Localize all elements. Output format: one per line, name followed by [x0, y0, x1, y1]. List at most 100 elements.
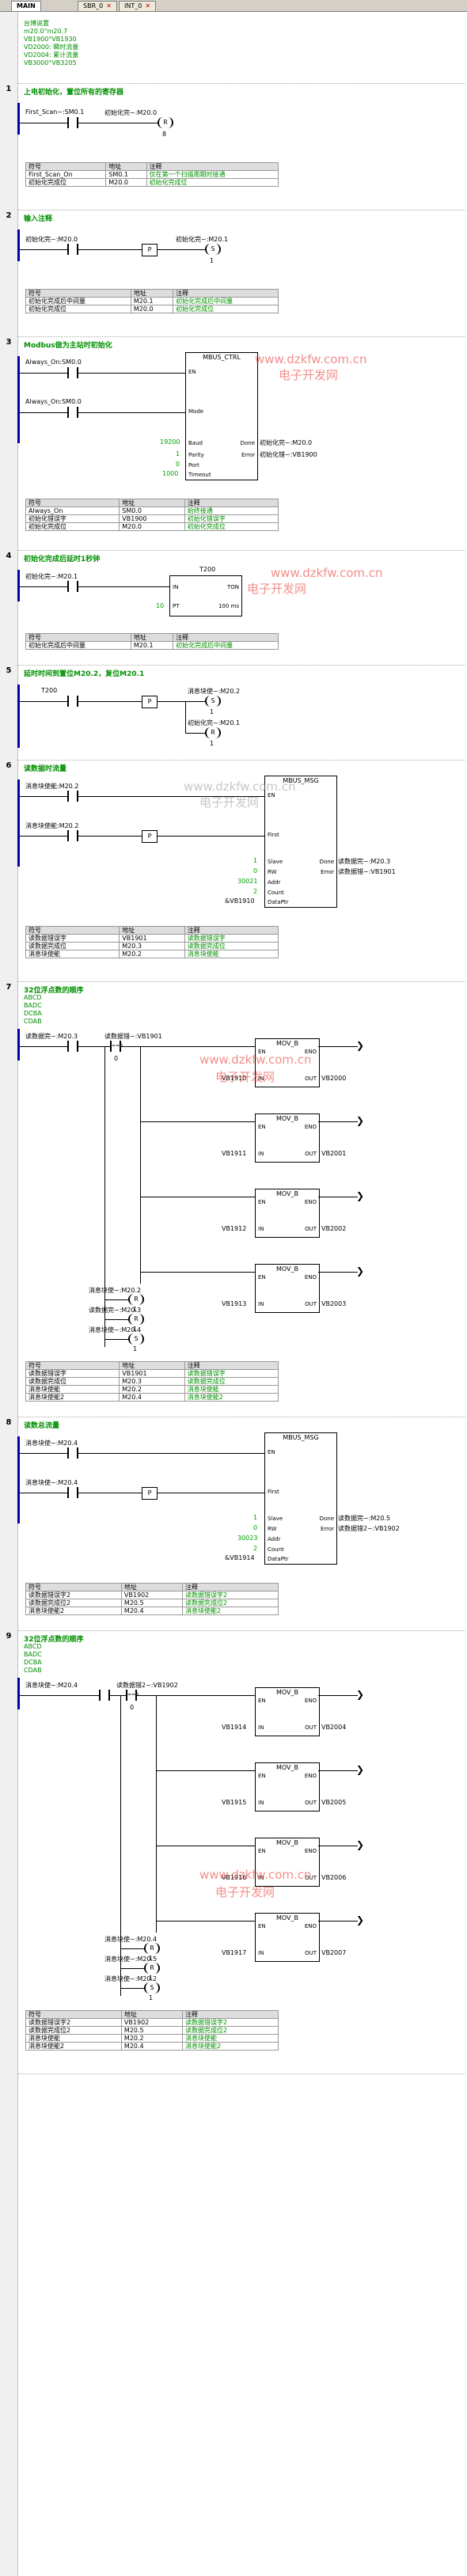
contact-no[interactable]	[67, 791, 78, 802]
dataptr-value: &VB1910	[225, 897, 255, 905]
output-arrow-icon: ❯	[356, 1764, 365, 1775]
slave-value: 1	[253, 857, 258, 864]
contact-nc[interactable]	[67, 407, 78, 418]
contact-no[interactable]	[67, 696, 78, 707]
positive-edge[interactable]: P	[142, 696, 158, 708]
reset-coil[interactable]: R	[128, 1294, 144, 1305]
rung-wire	[20, 1046, 67, 1047]
network-7[interactable]: 7 32位浮点数的顺序 ABCD BADC DCBA CDAB 读数据完~:M2…	[6, 981, 465, 1417]
mbus-ctrl-block[interactable]: MBUS_CTRL EN Mode Baud Parity Port Timeo…	[185, 352, 258, 480]
contact-no[interactable]	[67, 1447, 78, 1459]
network-8[interactable]: 8 读数总流量 消息块使~:M20.4 消息块使~:M20.4 P MBUS_M…	[6, 1417, 465, 1631]
output-arrow-icon: ❯	[356, 1914, 365, 1925]
mov-input: VB1910	[222, 1075, 247, 1082]
pin-done: Done	[319, 859, 334, 865]
set-coil[interactable]: S	[144, 1982, 160, 1994]
pin-first: First	[268, 832, 279, 838]
rw-value: 0	[253, 1524, 258, 1531]
tab-sbr0[interactable]: SBR_0✕	[78, 1, 117, 11]
network-title: 输入注释	[24, 215, 53, 223]
ladder-canvas[interactable]: 台博说置 m20.0°m20.7 VB1900°VB1930 VD2000: 瞬…	[0, 12, 467, 2576]
output-arrow-icon: ❯	[356, 1190, 365, 1201]
rung-wire	[156, 1770, 255, 1771]
set-coil[interactable]: S	[205, 696, 221, 707]
network-2[interactable]: 2 输入注释 初始化完~:M20.0 P 初始化完~:M20.1 S 1 符号地…	[6, 210, 465, 337]
tab-label: INT_0	[124, 2, 142, 9]
positive-edge[interactable]: P	[142, 244, 158, 256]
compare-operator: ==B	[127, 1692, 139, 1698]
network-4[interactable]: 4 初始化完成后延时1秒钟 初始化完~:M20.1 T200 IN TON PT…	[6, 550, 465, 666]
mov-output: VB2006	[321, 1874, 347, 1881]
comment-line: CDAB	[24, 1667, 42, 1674]
network-title: 初始化完成后延时1秒钟	[24, 556, 101, 563]
coil-label: 消息块使~:M20.2	[104, 1975, 158, 1982]
rung-wire	[156, 1695, 255, 1696]
contact-no[interactable]	[99, 1690, 110, 1701]
contact-no[interactable]	[67, 581, 78, 592]
coil-label: 消息块使~:M20.4	[89, 1326, 142, 1334]
network-5[interactable]: 5 延时时间到置位M20.2，复位M20.1 T200 P 消息块使~:M20.…	[6, 665, 465, 761]
compare-contact[interactable]	[110, 1041, 121, 1052]
pin-out: OUT	[305, 1301, 317, 1307]
pt-value: 10	[156, 602, 165, 609]
contact-no[interactable]	[67, 244, 78, 255]
rw-value: 0	[253, 867, 258, 874]
network-9[interactable]: 9 32位浮点数的顺序 ABCD BADC DCBA CDAB 消息块使~:M2…	[6, 1630, 465, 2074]
close-icon[interactable]: ✕	[106, 2, 112, 9]
mbus-msg-block[interactable]: MBUS_MSG EN First Slave RW Addr Count Da…	[264, 1432, 337, 1565]
positive-edge[interactable]: P	[142, 1487, 158, 1500]
compare-contact[interactable]	[126, 1690, 137, 1701]
network-6[interactable]: 6 读数据时流量 消息块使能:M20.2 消息块使能:M20.2 P MBUS_…	[6, 760, 465, 982]
pin-done: Done	[319, 1516, 334, 1522]
pin-pt: PT	[173, 603, 180, 609]
reset-coil[interactable]: R	[158, 117, 173, 128]
mov-output: VB2005	[321, 1799, 347, 1806]
network-number: 6	[6, 761, 12, 770]
reset-coil[interactable]: R	[144, 1943, 160, 1954]
network-1[interactable]: 1 上电初始化，置位所有的寄存器 First_Scan~:SM0.1 初始化完~…	[6, 83, 465, 211]
pin-in: IN	[258, 1301, 264, 1307]
compare-label: 读数据错2~:VB1902	[116, 1682, 178, 1689]
output-arrow-icon: ❯	[356, 1040, 365, 1051]
output-arrow-icon: ❯	[356, 1115, 365, 1126]
network-3[interactable]: 3 Modbus做为主站时初始化 Always_On:SM0.0 Always_…	[6, 336, 465, 551]
mbus-msg-block[interactable]: MBUS_MSG EN First Slave RW Addr Count Da…	[264, 776, 337, 908]
tab-main[interactable]: MAIN	[11, 1, 41, 11]
set-coil[interactable]: S	[128, 1334, 144, 1345]
reset-coil[interactable]: R	[128, 1314, 144, 1325]
network-number: 5	[6, 666, 12, 675]
watermark-url: www.dzkfw.com.cn	[199, 1053, 312, 1067]
contact-no[interactable]	[67, 830, 78, 841]
set-coil[interactable]: S	[205, 244, 221, 255]
coil-count: 1	[149, 1955, 154, 1962]
output-arrow-icon: ❯	[356, 1265, 365, 1277]
pin-in: IN	[173, 584, 179, 590]
pin-en: EN	[258, 1199, 266, 1205]
reset-coil[interactable]: R	[144, 1963, 160, 1974]
done-output: 读数据完~:M20.3	[338, 858, 391, 865]
pin-eno: ENO	[304, 1124, 317, 1130]
close-icon[interactable]: ✕	[145, 2, 151, 9]
contact-no[interactable]	[67, 1487, 78, 1498]
timeout-value: 1000	[162, 470, 179, 477]
pin-out: OUT	[305, 1076, 317, 1082]
pin-eno: ENO	[304, 1199, 317, 1205]
tab-int0[interactable]: INT_0✕	[119, 1, 157, 11]
watermark-text: 电子开发网	[215, 1070, 275, 1084]
positive-edge[interactable]: P	[142, 830, 158, 843]
contact-no[interactable]	[67, 117, 78, 128]
reset-coil[interactable]: R	[205, 727, 221, 738]
block-title: MOV_B	[275, 1115, 299, 1122]
coil-count: 1	[149, 1975, 154, 1982]
ton-timer-block[interactable]: IN TON PT 100 ms	[169, 575, 242, 616]
contact-no[interactable]	[67, 367, 78, 378]
contact-no[interactable]	[67, 1041, 78, 1052]
